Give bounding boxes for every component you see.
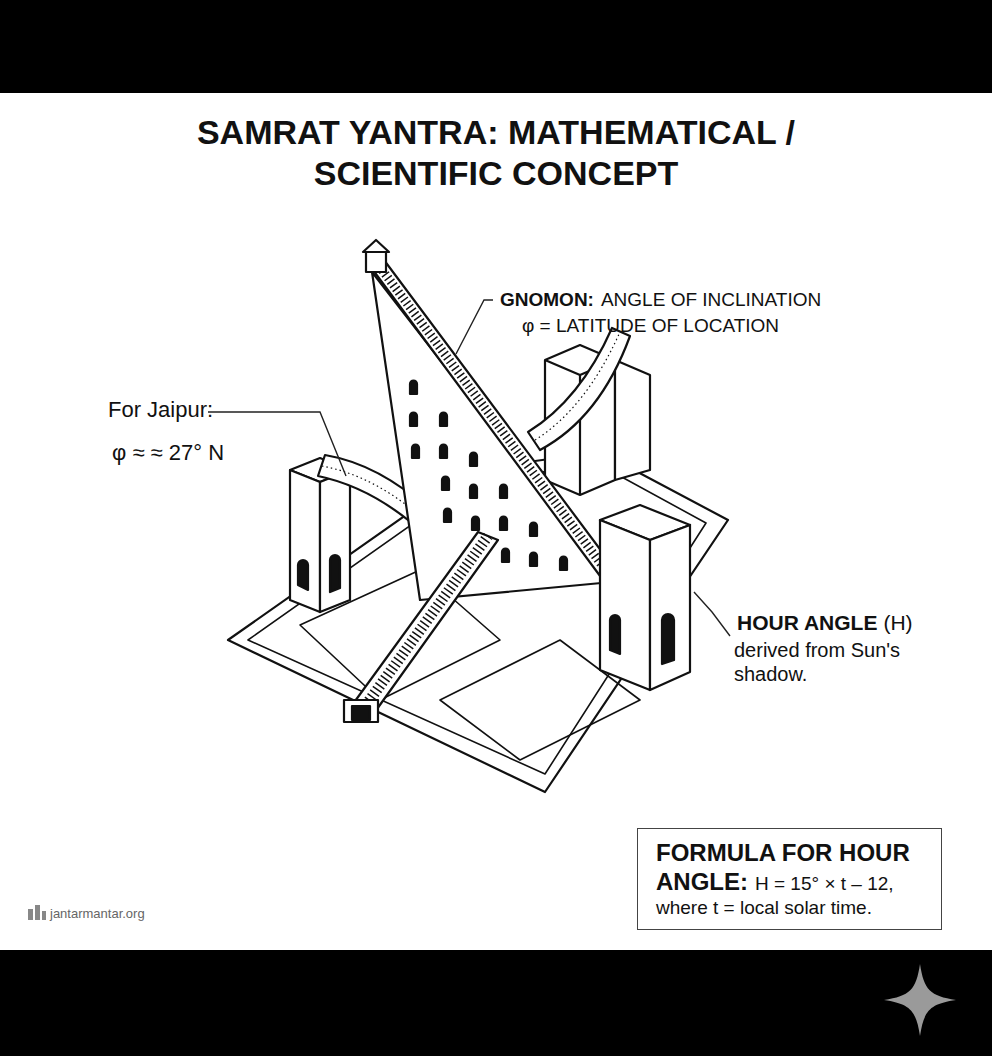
formula-box: FORMULA FOR HOUR ANGLE:H = 15° × t – 12,…: [637, 828, 942, 930]
front-staircase: [350, 532, 498, 716]
leader-line: [456, 300, 493, 354]
callout-value: φ ≈ ≈ 27° N: [112, 440, 224, 466]
callout-text: derived from Sun's shadow.: [734, 638, 930, 686]
callout-heading: GNOMON:: [500, 289, 594, 312]
formula-text: FORMULA FOR HOUR ANGLE:H = 15° × t – 12,…: [656, 839, 925, 919]
watermark-icon: [28, 905, 46, 920]
callout-heading: HOUR ANGLE: [737, 610, 877, 635]
callout-text: φ = LATITUDE OF LOCATION: [522, 315, 779, 338]
bottom-black-bar: [0, 950, 992, 1056]
callout-text: For Jaipur:: [108, 397, 213, 423]
building-block: [615, 360, 650, 480]
leader-line: [208, 412, 346, 476]
kiosk: [366, 252, 386, 272]
watermark: jantarmantar.org: [50, 906, 145, 922]
callout-text: (H): [883, 610, 912, 635]
top-black-bar: [0, 0, 992, 93]
gnomon-staircase: [370, 260, 620, 584]
leader-line: [694, 592, 730, 636]
callout-text: ANGLE OF INCLINATION: [601, 289, 821, 312]
stair-base: [344, 700, 378, 722]
quadrant-arc: [528, 328, 630, 450]
diagram-title: SAMRAT YANTRA: MATHEMATICAL / SCIENTIFIC…: [146, 112, 846, 195]
sparkle-logo: [884, 964, 956, 1036]
